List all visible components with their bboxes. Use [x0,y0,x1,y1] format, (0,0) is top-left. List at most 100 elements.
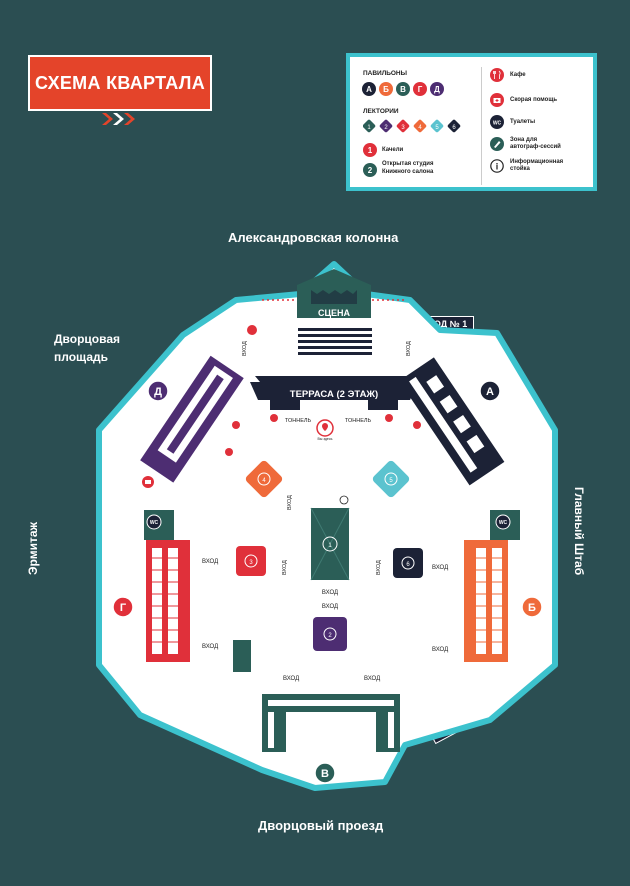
legend-lecture-3: 3 [401,125,405,131]
tunnel-right-label: ТОННЕЛЬ [345,418,372,424]
tunnel-left-label: ТОННЕЛЬ [285,418,312,424]
cafe-icon [225,325,421,456]
wc-right-label: WC [499,520,508,526]
pavilion-a-marker [479,380,501,402]
speech-bubble-icon [384,472,398,486]
terrace-block [250,376,418,410]
entrance-d-top-label: ВХОД [242,341,248,356]
entrance-lecture3-label: ВХОД [282,560,288,575]
legend-info-icon-text: i [496,162,499,172]
legend-lecture-1: 1 [367,125,371,131]
location-pin-icon: Вы здесь [316,419,334,441]
pavilion-v-block [262,694,400,752]
legend-lectures-heading: ЛЕКТОРИИ [363,108,399,115]
speech-bubble-icon [244,554,258,568]
pavilion-a-label: А [486,386,494,398]
info-icon: i [490,159,504,173]
legend-swings: Качели [382,147,404,153]
entrance-v-left-label: ВХОД [283,676,299,682]
legend-swings-num: 1 [368,146,373,155]
legend-lecture-4: 4 [418,125,422,131]
legend-lectures-icons: 1 2 3 4 5 6 [363,119,461,133]
lecture-2-room [313,617,347,651]
cafe-icon [490,68,504,82]
lecture-3-label: 3 [249,560,253,566]
pavilion-d-label: Д [154,386,162,398]
legend-info-line1: Информационная [510,159,564,165]
pavilion-b-label: Б [528,602,536,614]
legend-lecture-6: 6 [452,125,456,131]
map-title-text: СХЕМА КВАРТАЛА [34,72,206,93]
legend-pavilion-v: В [400,85,406,94]
place-alexander-column: Александровская колонна [228,230,399,245]
legend-studio-line1: Открытая студия [382,161,434,167]
pavilion-b-marker [521,596,543,618]
stage-label: СЦЕНА [318,308,351,318]
legend-studio-line2: Книжного салона [382,169,434,175]
wc-right-block: WC [490,510,520,540]
place-palace-square-line1: Дворцовая [54,332,121,346]
legend-wc-icon-text: WC [493,121,502,127]
lecture-6-label: 6 [406,562,410,568]
pavilion-g-block [146,540,190,662]
studio-block [233,640,251,672]
legend-pavilion-g: Г [418,85,423,94]
entrance-b-top-label: ВХОД [432,565,448,571]
legend-autograph-line2: автограф-сессий [510,144,561,150]
pavilion-g-label: Г [120,602,127,614]
pavilion-d-block [140,355,244,483]
lecture-4-room [245,460,283,498]
entrance-lecture6-label: ВХОД [376,560,382,575]
legend-pavilion-d: Д [434,85,440,94]
studio-icon: 2 [363,163,377,177]
lecture-3-room [236,546,266,576]
you-are-here-label: Вы здесь [318,437,333,441]
legend-lecture-5: 5 [435,125,439,131]
first-aid-icon [490,93,504,107]
legend-lecture-2: 2 [384,125,388,131]
pavilion-a-block [399,357,505,486]
entrance-b-bottom-label: ВХОД [432,647,448,653]
pavilion-v-label: В [321,768,329,780]
place-palace-passage: Дворцовый проезд [258,818,384,833]
entrance-g-top-label: ВХОД [202,559,218,565]
legend-first-aid: Скорая помощь [510,97,558,103]
wc-left-label: WC [150,520,159,526]
map-title: СХЕМА КВАРТАЛА [28,55,212,111]
legend-info-line2: стойка [510,166,530,172]
info-icon [339,495,349,505]
stage-seating [298,328,372,355]
swing-icon: 1 [363,143,377,157]
speech-bubble-icon [401,556,415,570]
lecture-6-room [393,548,423,578]
entrance-lecture4-label: ВХОД [287,495,293,510]
pavilion-g-marker [112,596,134,618]
wc-icon: WC [490,115,504,129]
entrance-center-bottom-label: ВХОД [322,590,338,596]
legend-pavilions-icons: А Б В Г Д [362,82,444,96]
entrance-v-right-label: ВХОД [364,676,380,682]
entrance-lecture2-label: ВХОД [322,604,338,610]
legend-pavilions-heading: ПАВИЛЬОНЫ [363,70,407,77]
place-palace-square-line2: площадь [54,350,108,364]
legend-pavilion-a: А [366,85,372,94]
legend-autograph-line1: Зона для [510,137,538,143]
lecture-1-label: 1 [328,543,332,549]
legend: ПАВИЛЬОНЫ А Б В Г Д ЛЕКТОРИИ 1 2 3 4 5 6… [346,53,597,191]
pavilion-d-marker [147,380,169,402]
lecture-4-label: 4 [262,478,266,484]
first-aid-icon [142,476,154,488]
legend-pavilion-b: Б [383,85,389,94]
wc-left-block: WC [144,510,174,540]
entrance-g-bottom-label: ВХОД [202,644,218,650]
legend-toilets: Туалеты [510,119,536,125]
lecture-5-room [372,460,410,498]
entrance-a-top-label: ВХОД [406,341,412,356]
speech-bubble-icon [322,536,338,552]
terrace-label: ТЕРРАСА (2 ЭТАЖ) [290,389,378,400]
legend-cafe: Кафе [510,72,526,78]
autograph-icon [490,137,504,151]
lecture-5-label: 5 [389,478,393,484]
pavilion-v-marker [314,762,336,784]
pavilion-b-block [464,540,508,662]
